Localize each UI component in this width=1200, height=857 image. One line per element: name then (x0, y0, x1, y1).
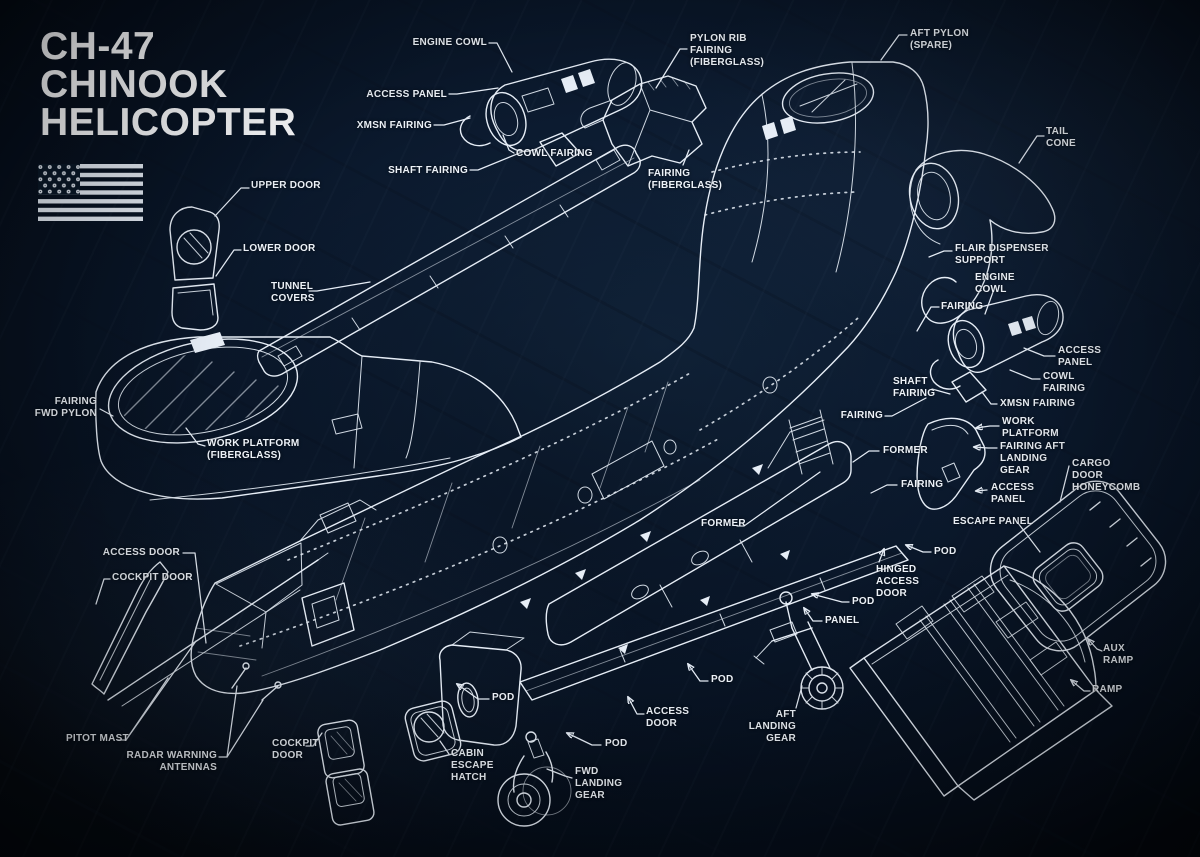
part-label-escape-panel: ESCAPE PANEL (953, 516, 1034, 527)
part-label-access-panel-r2: ACCESS PANEL (991, 482, 1035, 505)
part-label-fairing-r3: FAIRING (840, 410, 883, 421)
part-label-pod-c3: POD (711, 674, 734, 685)
part-label-pod-c2: POD (605, 738, 628, 749)
part-label-work-platform-r: WORK PLATFORM (1002, 416, 1059, 439)
part-label-upper-door: UPPER DOOR (251, 180, 321, 191)
part-label-cowl-fairing-tl: COWL FAIRING (516, 148, 593, 159)
part-label-fairing-fwd-pylon: FAIRING FWD PYLON (34, 396, 97, 419)
part-label-work-platform-fiberglass: WORK PLATFORM (FIBERGLASS) (207, 438, 300, 461)
part-label-former-c: FORMER (701, 518, 746, 529)
part-label-radar-warning-antennas: RADAR WARNING ANTENNAS (126, 750, 217, 773)
part-label-aux-ramp: AUX RAMP (1103, 643, 1134, 666)
part-label-access-panel-r1: ACCESS PANEL (1058, 345, 1102, 368)
part-label-engine-cowl-r: ENGINE COWL (975, 272, 1015, 295)
part-label-tunnel-covers: TUNNEL COVERS (271, 281, 315, 304)
part-label-flair-dispenser-support: FLAIR DISPENSER SUPPORT (955, 243, 1049, 266)
part-label-cabin-escape-hatch: CABIN ESCAPE HATCH (451, 748, 494, 783)
part-label-access-door-c: ACCESS DOOR (646, 706, 690, 729)
part-label-panel-r: PANEL (825, 615, 860, 626)
part-label-hinged-access-door: HINGED ACCESS DOOR (876, 564, 920, 599)
part-label-fairing-r2: FAIRING (901, 479, 944, 490)
part-label-lower-door: LOWER DOOR (243, 243, 316, 254)
part-label-access-door-l: ACCESS DOOR (102, 547, 180, 558)
part-label-fairing-r1: FAIRING (941, 301, 984, 312)
part-label-ramp: RAMP (1092, 684, 1123, 695)
part-label-shaft-fairing-tl: SHAFT FAIRING (388, 165, 468, 176)
part-label-cockpit-door-b: COCKPIT DOOR (272, 738, 319, 761)
part-label-pod-r1: POD (934, 546, 957, 557)
part-label-xmsn-fairing-r: XMSN FAIRING (1000, 398, 1076, 409)
part-label-aft-landing-gear: AFT LANDING GEAR (748, 709, 796, 744)
part-label-fairing-aft-landing-gear: FAIRING AFT LANDING GEAR (1000, 441, 1066, 476)
part-label-access-panel-tl: ACCESS PANEL (366, 89, 447, 100)
part-label-pod-c1: POD (492, 692, 515, 703)
part-label-cowl-fairing-r: COWL FAIRING (1043, 371, 1086, 394)
part-label-fwd-landing-gear: FWD LANDING GEAR (575, 766, 623, 801)
part-label-engine-cowl-tl: ENGINE COWL (412, 37, 487, 48)
part-label-xmsn-fairing-tl: XMSN FAIRING (356, 120, 432, 131)
part-label-tail-cone: TAIL CONE (1046, 126, 1076, 149)
part-label-fairing-fiberglass: FAIRING (FIBERGLASS) (648, 168, 723, 191)
part-label-aft-pylon-spare: AFT PYLON (SPARE) (910, 28, 969, 51)
part-label-former-r: FORMER (883, 445, 928, 456)
part-label-cargo-door-honeycomb: CARGO DOOR HONEYCOMB (1072, 458, 1141, 493)
part-label-cockpit-door-l: COCKPIT DOOR (112, 572, 193, 583)
part-label-pitot-mast: PITOT MAST (66, 733, 129, 744)
part-label-pod-r2: POD (852, 596, 875, 607)
part-label-pylon-rib-fairing: PYLON RIB FAIRING (FIBERGLASS) (690, 33, 765, 68)
part-label-shaft-fairing-r: SHAFT FAIRING (893, 376, 936, 399)
